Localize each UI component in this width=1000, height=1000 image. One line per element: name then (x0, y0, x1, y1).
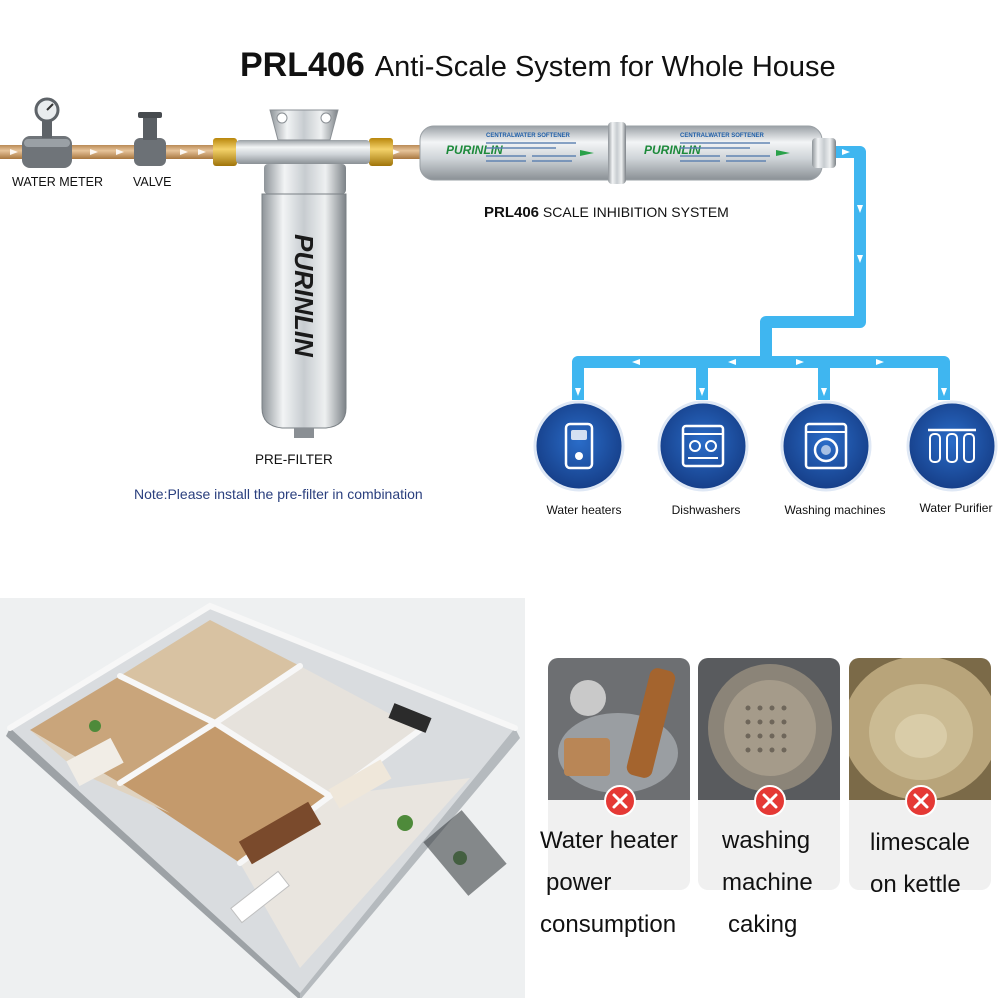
distribution-pipes (572, 146, 950, 400)
softener-tubes (419, 122, 836, 184)
system-label: PRL406 SCALE INHIBITION SYSTEM (484, 204, 729, 221)
prefilter-housing (261, 193, 347, 438)
problem-card-water-heater (548, 658, 690, 890)
appliance-label-water-purifier: Water Purifier (919, 501, 993, 515)
prefilter-label: PRE-FILTER (255, 452, 333, 467)
caption-line: on kettle (870, 871, 961, 898)
appliance-label-washing-machines: Washing machines (784, 503, 886, 517)
prefilter-head (236, 109, 370, 194)
water-purifier-icon (906, 400, 998, 492)
page-title: PRL406 Anti-Scale System for Whole House (240, 46, 836, 85)
appliance-label-dishwashers: Dishwashers (671, 503, 741, 517)
distribution-arrows (575, 149, 947, 396)
flow-arrows (10, 149, 400, 155)
brass-fitting-right (369, 138, 393, 166)
softener-brand-2: PURINLIN (644, 143, 701, 157)
caption-line: power (546, 869, 612, 896)
install-note: Note:Please install the pre-filter in co… (134, 486, 423, 502)
kettle-limescale-photo (849, 658, 991, 800)
dishwasher-icon (657, 400, 749, 492)
softener-header-1: CENTRALWATER SOFTENER (486, 133, 571, 139)
title-text: Anti-Scale System for Whole House (374, 51, 836, 83)
caption-line: consumption (540, 911, 677, 938)
washing-machine-caking-photo (698, 658, 840, 800)
softener-arrows (580, 150, 790, 156)
water-meter-label: WATER METER (12, 175, 103, 189)
caption-line: washing (722, 827, 811, 854)
valve-icon (134, 112, 166, 166)
softener-brand-1: PURINLIN (446, 143, 503, 157)
water-heater-icon (533, 400, 625, 492)
caption-line: limescale (870, 829, 971, 856)
problem-card-washing-machine (698, 658, 840, 890)
brass-fitting-left (213, 138, 237, 166)
caption-line: Water heater (540, 827, 678, 854)
red-x-icon (905, 785, 937, 817)
problem-card-kettle (849, 658, 991, 890)
problem-caption-water-heater: Water heater power consumption (540, 820, 700, 946)
installation-diagram: PURINLIN PURINLIN PURINLIN CENTRALWATER … (0, 97, 998, 492)
red-x-icon (604, 785, 636, 817)
title-model: PRL406 (240, 46, 365, 84)
water-heater-scale-photo (548, 658, 690, 800)
system-label-text: SCALE INHIBITION SYSTEM (542, 204, 729, 220)
house-floorplan-image (0, 598, 525, 998)
problem-caption-washing-machine: washing machine caking (722, 820, 842, 946)
appliance-label-water-heaters: Water heaters (546, 503, 622, 517)
water-meter-icon (22, 97, 72, 168)
caption-line: caking (728, 911, 798, 938)
system-model: PRL406 (484, 204, 540, 221)
problem-caption-kettle: limescale on kettle (870, 822, 995, 906)
softener-header-2: CENTRALWATER SOFTENER (680, 133, 765, 139)
washing-machine-icon (780, 400, 872, 492)
softener-fineprint (486, 142, 770, 162)
caption-line: machine (722, 869, 813, 896)
red-x-icon (754, 785, 786, 817)
valve-label: VALVE (133, 175, 172, 189)
prefilter-brand: PURINLIN (289, 234, 319, 358)
